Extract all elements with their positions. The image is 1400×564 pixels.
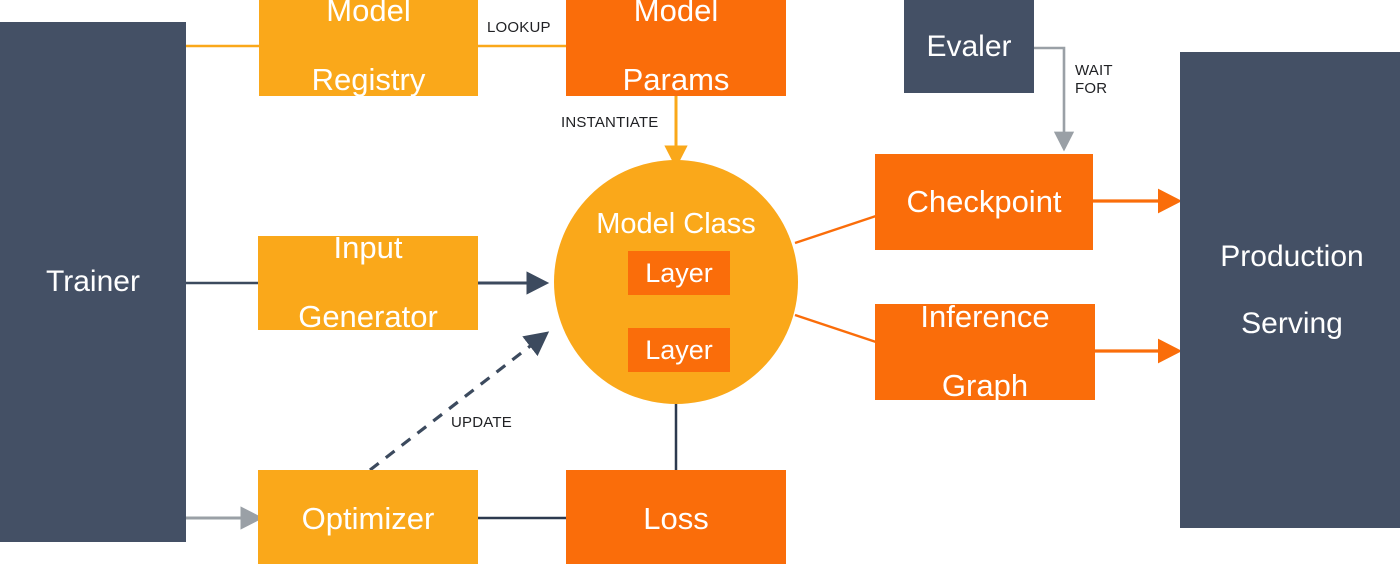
node-layer-top[interactable]: Layer: [628, 251, 730, 295]
node-model-registry-label-line2: Registry: [311, 62, 426, 98]
node-checkpoint-label: Checkpoint: [906, 183, 1062, 219]
node-evaler-label: Evaler: [926, 29, 1012, 63]
node-inference-graph-label-line2: Graph: [941, 368, 1029, 404]
node-input-generator-label-line2: Generator: [298, 299, 438, 335]
node-inference-graph-label: Inference Graph: [875, 298, 1095, 404]
node-model-params[interactable]: Model Params: [566, 0, 786, 98]
node-optimizer-label: Optimizer: [301, 500, 435, 536]
edge-label-wait-for: WAIT FOR: [1075, 62, 1113, 97]
edge-optimizer-to-model-class: [369, 331, 550, 472]
node-loss[interactable]: Loss: [566, 470, 786, 564]
node-layer-top-label: Layer: [645, 257, 713, 288]
node-layer-bottom-label: Layer: [645, 334, 713, 365]
node-checkpoint[interactable]: Checkpoint: [875, 154, 1093, 250]
edge-model-class-to-inference-graph: [794, 313, 877, 344]
node-input-generator-label-line1: Input: [333, 229, 403, 265]
node-layer-bottom[interactable]: Layer: [628, 328, 730, 372]
node-input-generator-label: Input Generator: [258, 229, 478, 335]
node-model-registry-label: Model Registry: [259, 0, 478, 98]
node-loss-label: Loss: [643, 500, 709, 536]
edge-label-instantiate: INSTANTIATE: [561, 114, 659, 131]
edge-label-update: UPDATE: [451, 414, 512, 431]
node-inference-graph-label-line1: Inference: [920, 298, 1050, 334]
node-model-registry[interactable]: Model Registry: [259, 0, 478, 98]
node-production-serving-label-line2: Serving: [1241, 306, 1343, 340]
node-model-params-label-line2: Params: [622, 62, 730, 98]
node-model-registry-label-line1: Model: [326, 0, 411, 28]
node-trainer[interactable]: Trainer: [0, 22, 186, 542]
node-input-generator[interactable]: Input Generator: [258, 230, 478, 334]
node-evaler[interactable]: Evaler: [904, 0, 1034, 93]
edge-label-lookup: LOOKUP: [487, 19, 551, 36]
node-trainer-label: Trainer: [46, 265, 140, 299]
node-inference-graph[interactable]: Inference Graph: [875, 299, 1095, 403]
node-optimizer[interactable]: Optimizer: [258, 470, 478, 564]
node-production-serving-label: Production Serving: [1180, 240, 1400, 341]
node-model-params-label: Model Params: [566, 0, 786, 98]
node-production-serving[interactable]: Production Serving: [1180, 52, 1400, 528]
node-model-params-label-line1: Model: [633, 0, 719, 28]
node-model-class-label: Model Class: [596, 208, 756, 240]
node-production-serving-label-line1: Production: [1220, 239, 1364, 273]
edge-evaler-to-checkpoint: [1034, 46, 1075, 152]
edge-model-class-to-checkpoint: [794, 214, 877, 245]
